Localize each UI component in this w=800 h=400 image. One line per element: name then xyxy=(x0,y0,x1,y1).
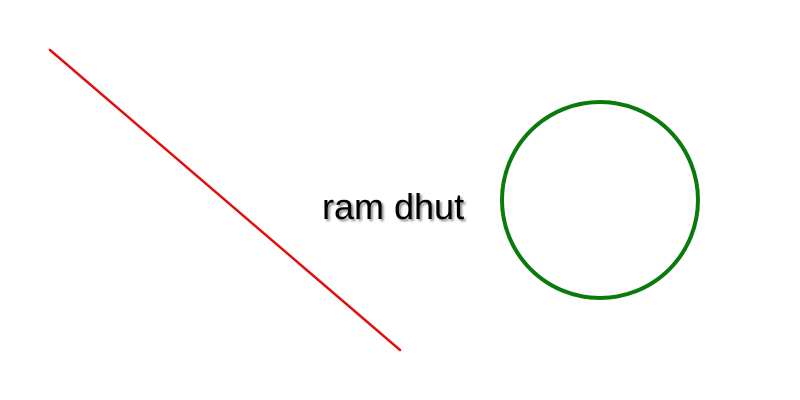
green-circle xyxy=(500,100,700,300)
red-diagonal-line xyxy=(48,48,402,352)
canvas-text-label: ram dhut xyxy=(322,186,465,227)
